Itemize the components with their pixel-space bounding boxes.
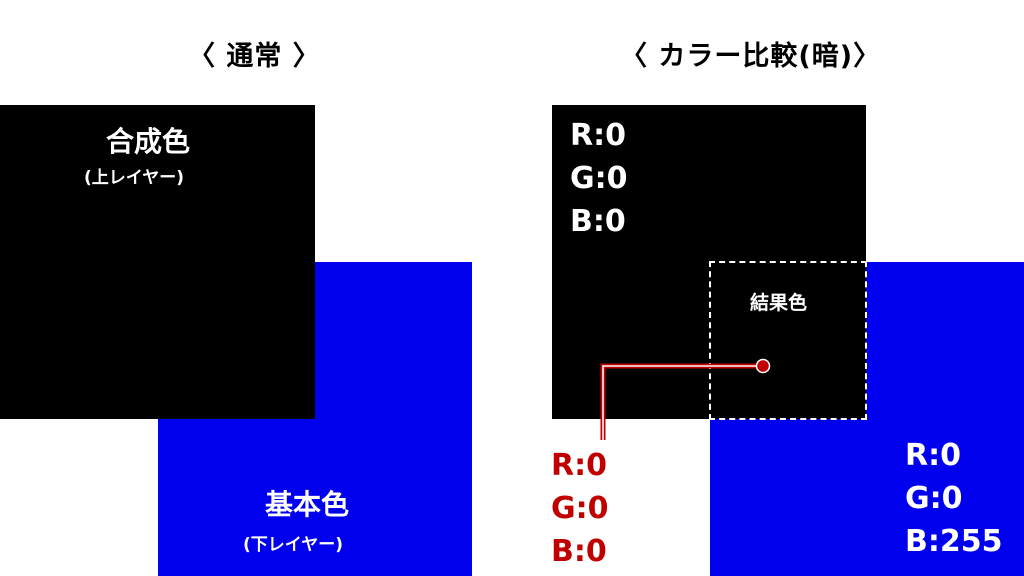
- result-region-outline: [709, 261, 867, 420]
- heading-color-compare-dark: 〈 カラー比較(暗)〉: [620, 41, 882, 72]
- callout-line-highlight: [602, 365, 763, 440]
- base-rgb-values: R:0 G:0 B:255: [905, 434, 1003, 563]
- callout-line: [600, 363, 763, 440]
- base-layer-title: 基本色: [265, 488, 350, 521]
- result-rgb-values: R:0 G:0 B:0: [551, 444, 609, 573]
- base-layer-subtitle: (下レイヤー): [243, 535, 344, 555]
- result-rgb-b: B:0: [551, 534, 607, 569]
- base-rgb-b: B:255: [905, 524, 1003, 559]
- heading-normal: 〈 通常 〉: [188, 41, 321, 72]
- callout-dot: [755, 358, 771, 374]
- top-layer-title: 合成色: [106, 125, 191, 158]
- top-rgb-r: R:0: [570, 118, 626, 153]
- top-rgb-g: G:0: [570, 161, 628, 196]
- result-rgb-g: G:0: [551, 491, 609, 526]
- base-rgb-g: G:0: [905, 481, 963, 516]
- result-color-label: 結果色: [750, 292, 808, 314]
- top-layer-square: [0, 105, 315, 419]
- top-rgb-values: R:0 G:0 B:0: [570, 114, 628, 243]
- top-rgb-b: B:0: [570, 204, 626, 239]
- result-rgb-r: R:0: [551, 448, 607, 483]
- top-layer-subtitle: (上レイヤー): [84, 168, 185, 188]
- base-rgb-r: R:0: [905, 438, 961, 473]
